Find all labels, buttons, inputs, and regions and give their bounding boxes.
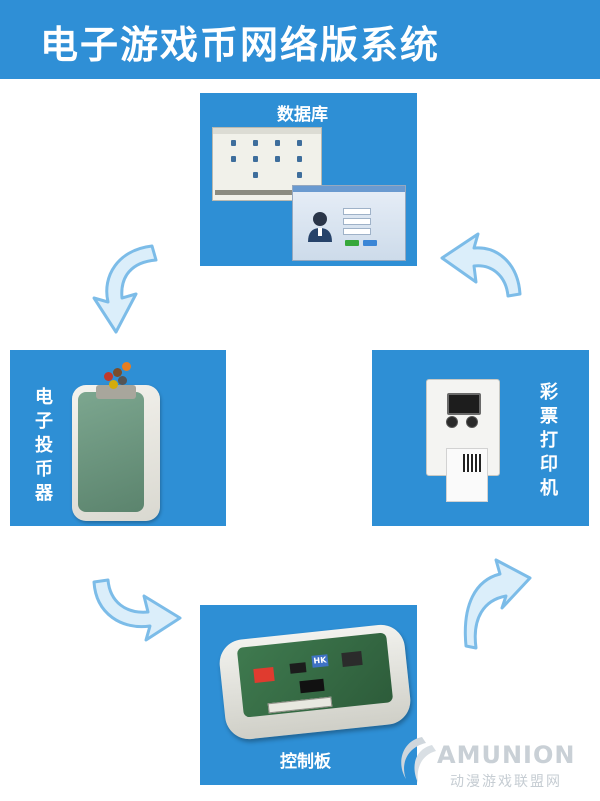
title-banner: 电子游戏币网络版系统 (0, 0, 600, 79)
page-title: 电子游戏币网络版系统 (40, 23, 441, 67)
amunion-logo-icon (401, 737, 436, 783)
arrow-database-to-coin-dispenser-icon (92, 244, 158, 334)
arrow-printer-to-database-icon (440, 232, 522, 298)
watermark-brand-en: AMUNION (437, 741, 576, 769)
control-board-label: 控制板 (280, 752, 331, 772)
lottery-printer-label: 彩票打印机 (540, 382, 558, 499)
arrow-coin-dispenser-to-control-board-icon (92, 578, 182, 642)
coin-dispenser-label: 电子投币器 (35, 387, 53, 504)
database-login-dialog-image (292, 185, 406, 261)
user-avatar-icon (308, 212, 332, 242)
watermark-brand-cn: 动漫游戏联盟网 (450, 774, 562, 790)
board-badge: HK (311, 654, 329, 668)
database-label: 数据库 (277, 105, 328, 125)
arrow-control-board-to-printer-icon (463, 558, 532, 650)
